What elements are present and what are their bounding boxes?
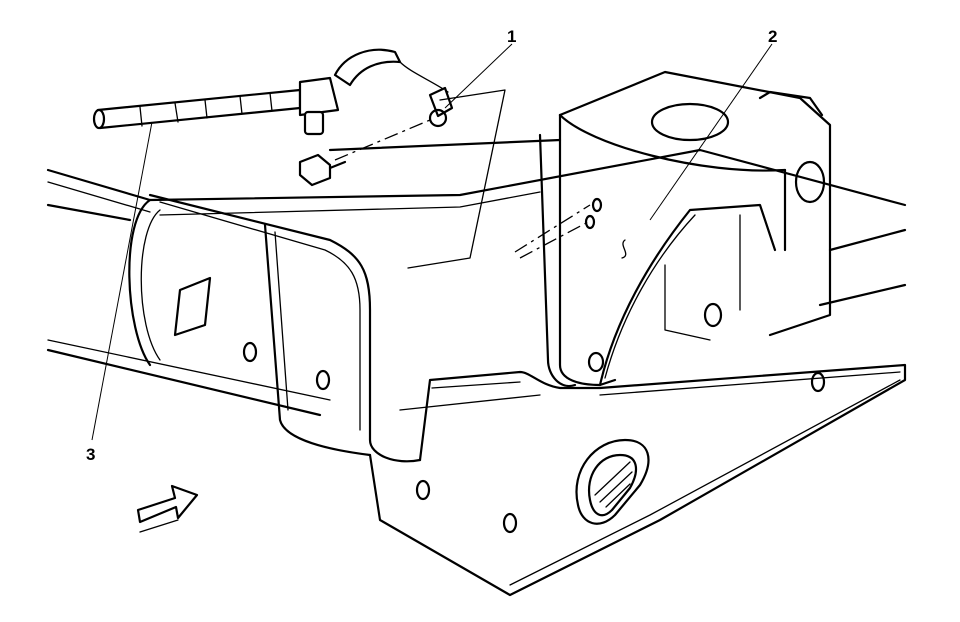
explode-plane (407, 89, 506, 269)
callout-2: 2 (768, 27, 778, 46)
crossmember (128, 193, 826, 534)
bracket-studs (514, 197, 627, 259)
mount-bracket (538, 70, 832, 388)
leader-lines (91, 43, 773, 441)
side-plate (368, 363, 907, 597)
forward-arrow-icon (136, 484, 199, 533)
callout-1: 1 (507, 27, 517, 46)
bolt (298, 153, 347, 187)
grommet (575, 438, 650, 525)
callout-3: 3 (86, 445, 96, 464)
wiring-harness (92, 48, 454, 161)
frame-rail (46, 138, 907, 417)
